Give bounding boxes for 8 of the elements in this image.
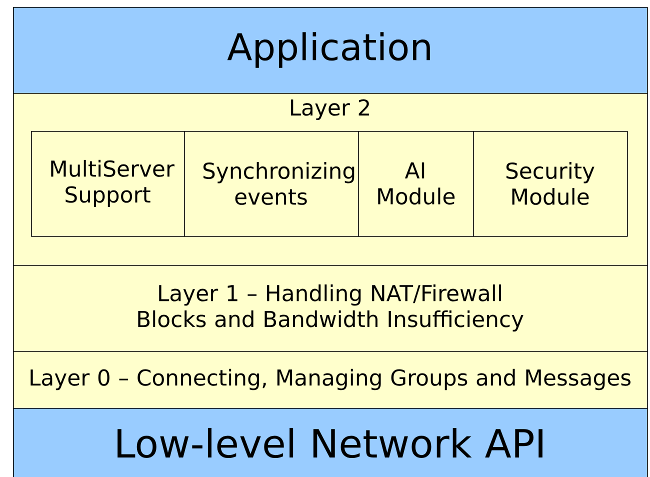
module-box: MultiServer Support — [31, 131, 185, 237]
layer-box: Layer 0 – Connecting, Managing Groups and Messages — [13, 351, 648, 409]
layer-box: Low-level Network API — [13, 408, 648, 477]
module-box: AI Module — [358, 131, 474, 237]
module-box: Security Module — [473, 131, 628, 237]
module-box: Synchronizing events — [184, 131, 359, 237]
layer-box: Layer 1 – Handling NAT/Firewall Blocks and Bandwidth Insufficiency — [13, 265, 648, 352]
layer-box: Application — [13, 7, 648, 94]
